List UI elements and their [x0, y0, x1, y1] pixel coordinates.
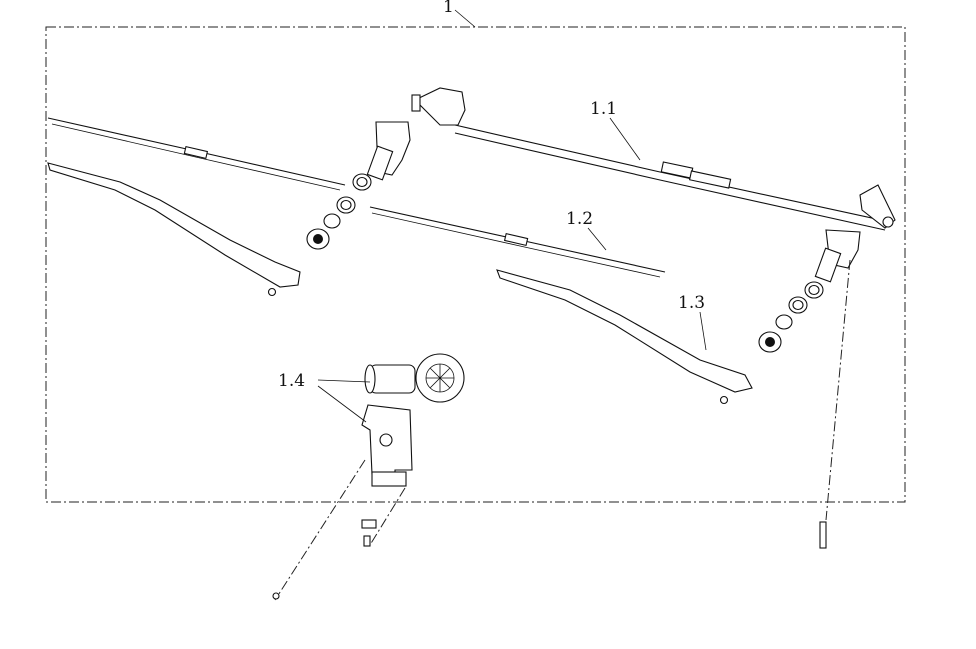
leader-blade	[587, 227, 607, 251]
leader-bracket	[317, 385, 367, 423]
leader-assembly	[454, 9, 476, 28]
left-wiper-arm	[47, 162, 301, 297]
left-wiper-blade	[47, 117, 346, 191]
wiper-motor	[364, 353, 465, 403]
label-arm: 1.3	[678, 293, 705, 313]
motor-bracket	[272, 404, 413, 601]
leader-linkage	[609, 117, 641, 161]
right-pivot	[758, 229, 861, 549]
wiper-linkage	[411, 87, 896, 231]
leader-arm	[699, 311, 707, 351]
label-linkage: 1.1	[590, 99, 617, 119]
left-pivot	[306, 121, 411, 250]
right-wiper-blade	[369, 206, 666, 278]
leader-motor	[317, 379, 371, 383]
label-blade: 1.2	[566, 209, 593, 229]
right-wiper-arm	[496, 269, 753, 405]
label-assembly: 1	[443, 0, 454, 17]
assembly-boundary	[45, 26, 906, 503]
label-motor-bracket: 1.4	[278, 371, 305, 391]
